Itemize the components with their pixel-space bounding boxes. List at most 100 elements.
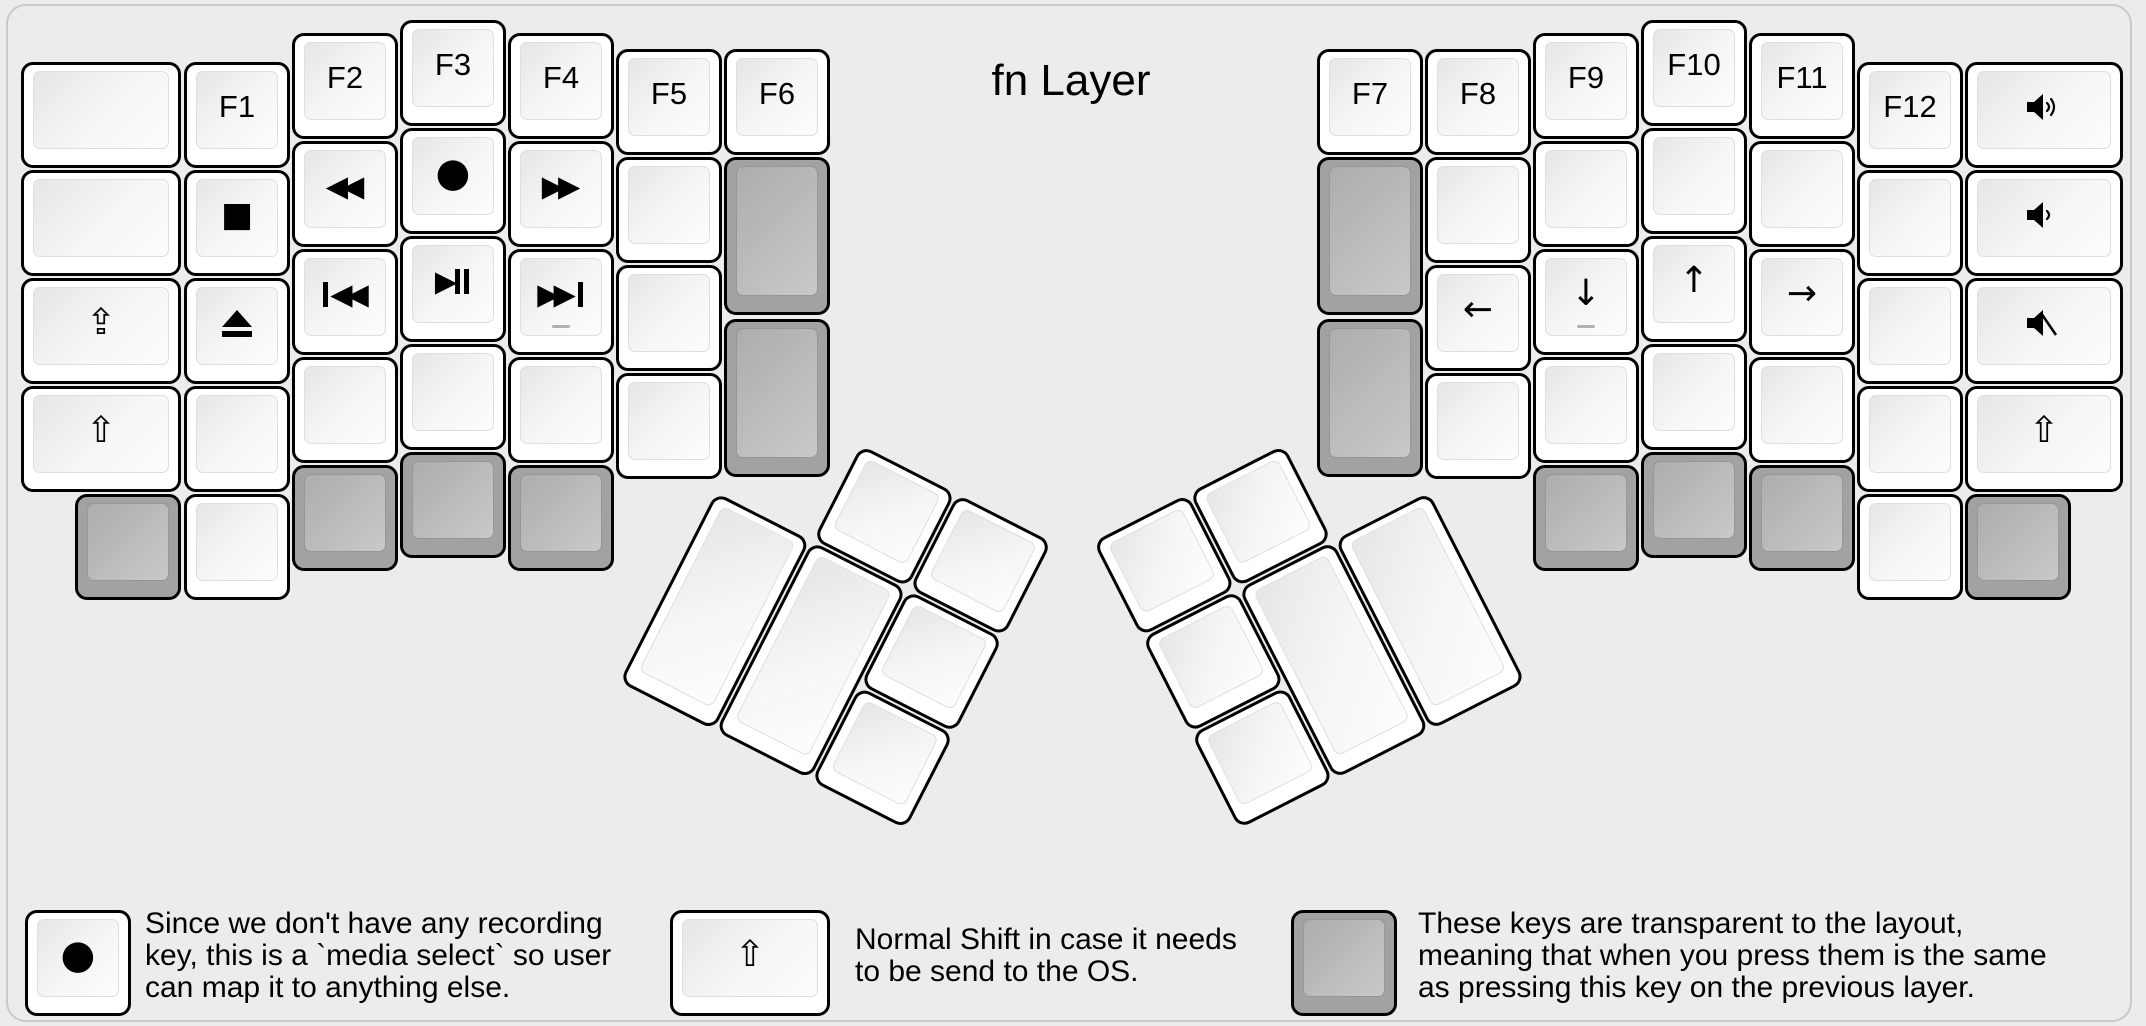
keycap-top xyxy=(1437,166,1519,244)
keycap-top xyxy=(87,503,169,581)
keycap-top xyxy=(33,179,169,257)
keycap-top: F7 xyxy=(1329,58,1411,136)
key-media-stop[interactable]: ■ xyxy=(184,170,290,276)
legend-text-line: key, this is a `media select` so user xyxy=(145,939,612,972)
key-caps-lock[interactable]: ⇪ xyxy=(21,278,181,384)
key-transparent[interactable] xyxy=(292,465,398,571)
key-fast-forward[interactable]: ▶▶ xyxy=(508,141,614,247)
key-transparent[interactable] xyxy=(1641,452,1747,558)
key-arrow-left[interactable]: ← xyxy=(1425,265,1531,371)
keycap-top xyxy=(1437,382,1519,460)
keycap-top xyxy=(196,287,278,365)
play-pause-icon: ▶ xyxy=(435,266,471,296)
key-f1[interactable]: F1 xyxy=(184,62,290,168)
key-volume-up[interactable] xyxy=(1965,62,2123,168)
key-transparent[interactable] xyxy=(1317,319,1423,477)
key-eject[interactable] xyxy=(184,278,290,384)
key-blank[interactable] xyxy=(400,344,506,450)
key-f8[interactable]: F8 xyxy=(1425,49,1531,155)
keycap-top xyxy=(304,366,386,444)
key-label: F4 xyxy=(542,60,580,95)
keycap-top: F2 xyxy=(304,42,386,120)
key-f4[interactable]: F4 xyxy=(508,33,614,139)
left-arrow-icon: ← xyxy=(1462,289,1494,330)
keycap-top: ↑ xyxy=(1653,245,1735,323)
key-arrow-down[interactable]: ↓ xyxy=(1533,249,1639,355)
key-blank[interactable] xyxy=(21,62,181,168)
key-record-example: ● xyxy=(25,910,131,1016)
key-transparent[interactable] xyxy=(1317,157,1423,315)
key-blank[interactable] xyxy=(21,170,181,276)
keycap-top: ◀◀ xyxy=(304,258,386,336)
keycap-top: ▶ xyxy=(412,245,494,323)
eject-icon xyxy=(222,309,252,337)
key-blank[interactable] xyxy=(1425,157,1531,263)
fast-forward-icon: ▶▶ xyxy=(541,168,581,203)
key-f10[interactable]: F10 xyxy=(1641,20,1747,126)
key-transparent[interactable] xyxy=(1965,494,2071,600)
key-transparent[interactable] xyxy=(1533,465,1639,571)
keycap-top xyxy=(1204,458,1313,566)
key-blank[interactable] xyxy=(1425,373,1531,479)
key-transparent[interactable] xyxy=(75,494,181,600)
key-shift[interactable]: ⇧ xyxy=(21,386,181,492)
key-rewind[interactable]: ◀◀ xyxy=(292,141,398,247)
key-volume-down[interactable] xyxy=(1965,170,2123,276)
key-f5[interactable]: F5 xyxy=(616,49,722,155)
key-arrow-up[interactable]: ↑ xyxy=(1641,236,1747,342)
key-blank[interactable] xyxy=(1641,128,1747,234)
key-blank[interactable] xyxy=(616,265,722,371)
key-f3[interactable]: F3 xyxy=(400,20,506,126)
key-blank[interactable] xyxy=(1749,357,1855,463)
key-blank[interactable] xyxy=(184,386,290,492)
key-blank[interactable] xyxy=(1749,141,1855,247)
keycap-top xyxy=(1329,328,1411,458)
key-blank[interactable] xyxy=(292,357,398,463)
key-blank[interactable] xyxy=(508,357,614,463)
key-blank[interactable] xyxy=(1857,278,1963,384)
key-transparent[interactable] xyxy=(1749,465,1855,571)
key-previous-track[interactable]: ◀◀ xyxy=(292,249,398,355)
key-shift[interactable]: ⇧ xyxy=(1965,386,2123,492)
caps-lock-icon: ⇪ xyxy=(85,302,117,343)
keycap-top xyxy=(1107,507,1217,615)
key-blank[interactable] xyxy=(616,157,722,263)
key-blank[interactable] xyxy=(1533,357,1639,463)
key-blank[interactable] xyxy=(1857,494,1963,600)
key-blank[interactable] xyxy=(1533,141,1639,247)
key-blank[interactable] xyxy=(184,494,290,600)
up-arrow-icon: ↑ xyxy=(1678,260,1710,301)
key-blank[interactable] xyxy=(1641,344,1747,450)
key-transparent[interactable] xyxy=(724,319,830,477)
keycap-top xyxy=(1977,287,2111,365)
legend-text-line: as pressing this key on the previous lay… xyxy=(1418,971,1975,1004)
key-blank[interactable] xyxy=(616,373,722,479)
key-f11[interactable]: F11 xyxy=(1749,33,1855,139)
key-f7[interactable]: F7 xyxy=(1317,49,1423,155)
key-f9[interactable]: F9 xyxy=(1533,33,1639,139)
keycap-top xyxy=(1977,503,2059,581)
key-f2[interactable]: F2 xyxy=(292,33,398,139)
keycap-top xyxy=(520,474,602,552)
key-play-pause[interactable]: ▶ xyxy=(400,236,506,342)
key-arrow-right[interactable]: → xyxy=(1749,249,1855,355)
key-next-track[interactable]: ▶▶ xyxy=(508,249,614,355)
key-label: F9 xyxy=(1567,60,1605,95)
keycap-top xyxy=(1869,503,1951,581)
key-mute[interactable] xyxy=(1965,278,2123,384)
key-transparent[interactable] xyxy=(508,465,614,571)
key-record[interactable]: ● xyxy=(400,128,506,234)
key-label: F5 xyxy=(650,76,688,111)
keycap-top xyxy=(1977,71,2111,149)
key-f12[interactable]: F12 xyxy=(1857,62,1963,168)
key-transparent[interactable] xyxy=(724,157,830,315)
keycap-top: ◀◀ xyxy=(304,150,386,228)
key-label: F12 xyxy=(1883,89,1937,124)
keycap-top xyxy=(1761,474,1843,552)
previous-track-icon: ◀◀ xyxy=(321,279,369,309)
key-blank[interactable] xyxy=(1857,386,1963,492)
key-blank[interactable] xyxy=(1857,170,1963,276)
key-f6[interactable]: F6 xyxy=(724,49,830,155)
key-transparent[interactable] xyxy=(400,452,506,558)
